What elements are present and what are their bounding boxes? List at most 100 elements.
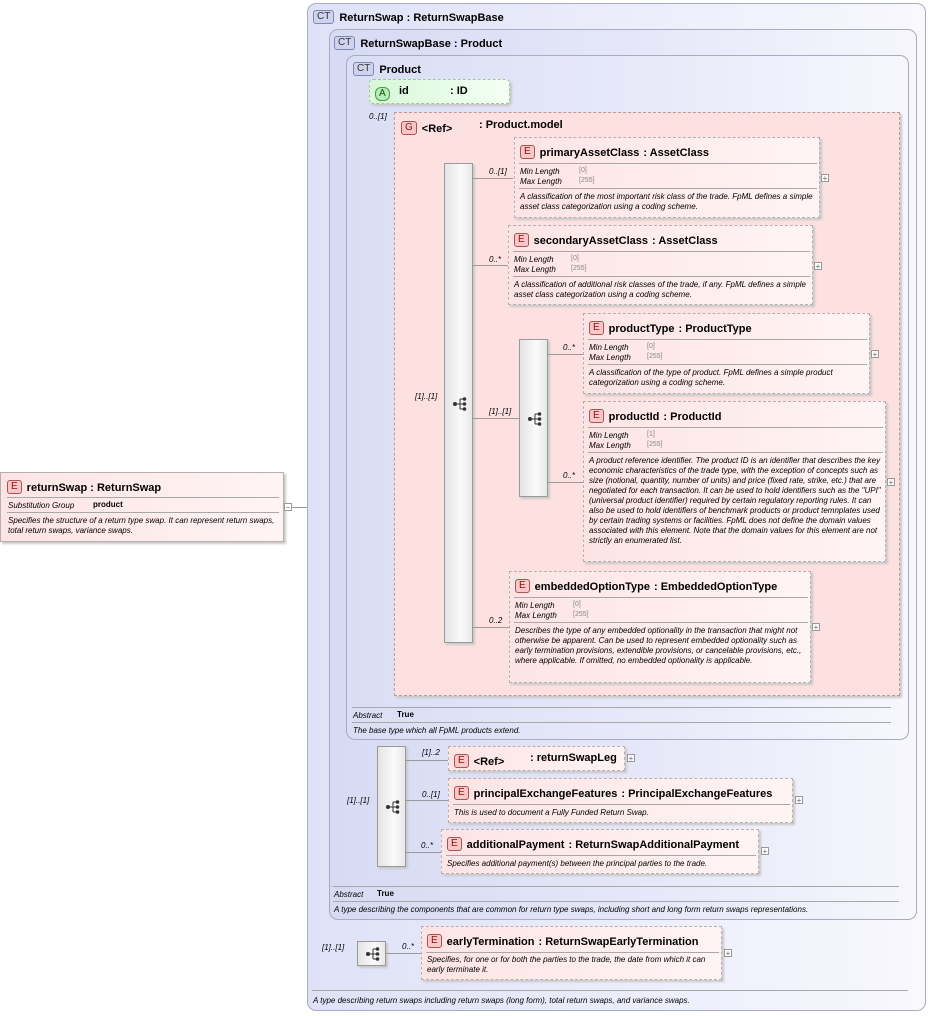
min-length-value: [0] bbox=[579, 167, 587, 174]
expand-icon[interactable]: + bbox=[812, 623, 820, 632]
element-badge-icon: E bbox=[427, 933, 442, 948]
element-badge-icon: E bbox=[7, 479, 22, 494]
element-name: productId bbox=[608, 411, 660, 423]
sequence-compositor[interactable] bbox=[377, 746, 406, 867]
complex-type-name: Product bbox=[379, 64, 421, 76]
group-name: : Product.model bbox=[479, 119, 563, 131]
sequence-icon bbox=[385, 799, 401, 820]
substitution-group-label: Substitution Group bbox=[8, 501, 75, 510]
abstract-value: True bbox=[377, 889, 394, 898]
max-length-value: [255] bbox=[573, 611, 589, 618]
min-length-value: [1] bbox=[647, 431, 655, 438]
max-length-value: [255] bbox=[647, 353, 663, 360]
min-length-value: [0] bbox=[573, 601, 581, 608]
max-length-label: Max Length bbox=[589, 441, 631, 450]
substitution-group-value: product bbox=[93, 500, 123, 509]
element-type: : PrincipalExchangeFeatures bbox=[621, 788, 773, 800]
min-length-label: Min Length bbox=[515, 601, 555, 610]
sequence-compositor[interactable] bbox=[519, 339, 548, 497]
min-length-value: [0] bbox=[647, 343, 655, 350]
max-length-label: Max Length bbox=[514, 265, 556, 274]
min-length-label: Min Length bbox=[589, 431, 629, 440]
expand-icon[interactable]: + bbox=[871, 350, 879, 359]
element-badge-icon: E bbox=[447, 836, 462, 851]
collapse-icon[interactable]: − bbox=[284, 503, 292, 512]
max-length-label: Max Length bbox=[520, 177, 562, 186]
element-type: ReturnSwap bbox=[96, 482, 162, 494]
element-doc: A classification of the most important r… bbox=[520, 192, 813, 211]
element-ref: <Ref> bbox=[473, 756, 505, 768]
element-name: : returnSwapLeg bbox=[530, 752, 617, 764]
max-length-label: Max Length bbox=[589, 353, 631, 362]
element-badge-icon: E bbox=[515, 578, 530, 593]
expand-icon[interactable]: + bbox=[627, 754, 635, 763]
complex-type-doc: A type describing return swaps including… bbox=[313, 996, 690, 1005]
element-name: secondaryAssetClass bbox=[533, 235, 649, 247]
element-badge-icon: E bbox=[514, 232, 529, 247]
expand-icon[interactable]: + bbox=[821, 174, 829, 183]
attribute-id[interactable]: A id : ID bbox=[369, 79, 510, 104]
attribute-type: : ID bbox=[450, 85, 468, 97]
complex-type-doc: The base type which all FpML products ex… bbox=[353, 726, 521, 735]
expand-icon[interactable]: + bbox=[887, 478, 895, 487]
element-type: : ProductType bbox=[678, 323, 752, 335]
element-doc: This is used to document a Fully Funded … bbox=[454, 808, 649, 817]
element-name: productType bbox=[608, 323, 675, 335]
complex-type-doc: A type describing the components that ar… bbox=[334, 905, 809, 914]
element-name: embeddedOptionType bbox=[534, 581, 650, 593]
attribute-icon: A bbox=[375, 86, 390, 101]
cardinality: [1]..2 bbox=[422, 748, 440, 757]
connector bbox=[284, 507, 318, 508]
element-badge-icon: E bbox=[589, 320, 604, 335]
cardinality: [1]..[1] bbox=[347, 796, 370, 805]
element-badge-icon: E bbox=[589, 408, 604, 423]
complex-type-name: ReturnSwap bbox=[339, 12, 404, 24]
sequence-compositor[interactable] bbox=[444, 163, 473, 643]
element-type: : ProductId bbox=[663, 411, 722, 423]
element-name: principalExchangeFeatures bbox=[473, 788, 618, 800]
sequence-compositor[interactable] bbox=[357, 941, 386, 966]
complex-type-icon: CT bbox=[334, 35, 356, 50]
expand-icon[interactable]: + bbox=[761, 847, 769, 856]
abstract-label: Abstract bbox=[334, 890, 364, 899]
cardinality: 0..[1] bbox=[422, 790, 440, 799]
element-badge-icon: E bbox=[520, 144, 535, 159]
element-returnSwapLeg[interactable]: E <Ref> : returnSwapLeg bbox=[448, 746, 625, 771]
element-name: earlyTermination bbox=[446, 936, 535, 948]
min-length-value: [0] bbox=[571, 255, 579, 262]
element-type: : EmbeddedOptionType bbox=[653, 581, 778, 593]
complex-type-icon: CT bbox=[353, 61, 375, 76]
element-type: : AssetClass bbox=[643, 147, 709, 159]
element-doc: A classification of the type of product.… bbox=[589, 368, 833, 387]
max-length-label: Max Length bbox=[515, 611, 557, 620]
element-name: additionalPayment bbox=[466, 839, 565, 851]
expand-icon[interactable]: + bbox=[814, 262, 822, 271]
max-length-value: [255] bbox=[647, 441, 663, 448]
element-doc: Describes the type of any embedded optio… bbox=[515, 626, 802, 665]
element-type: : ReturnSwapAdditionalPayment bbox=[568, 839, 739, 851]
cardinality: 0..* bbox=[563, 343, 576, 352]
cardinality: [1]..[1] bbox=[322, 943, 345, 952]
element-name: returnSwap bbox=[26, 482, 88, 494]
attribute-name: id bbox=[399, 85, 409, 97]
element-badge-icon: E bbox=[454, 753, 469, 768]
element-doc: A product reference identifier. The prod… bbox=[589, 456, 881, 545]
cardinality: [1]..[1] bbox=[489, 407, 512, 416]
abstract-label: Abstract bbox=[353, 711, 383, 720]
min-length-label: Min Length bbox=[514, 255, 554, 264]
expand-icon[interactable]: + bbox=[724, 949, 732, 958]
cardinality: 0..2 bbox=[489, 616, 503, 625]
element-badge-icon: E bbox=[454, 785, 469, 800]
sequence-icon bbox=[365, 946, 381, 967]
element-name: primaryAssetClass bbox=[539, 147, 640, 159]
expand-icon[interactable]: + bbox=[795, 796, 803, 805]
